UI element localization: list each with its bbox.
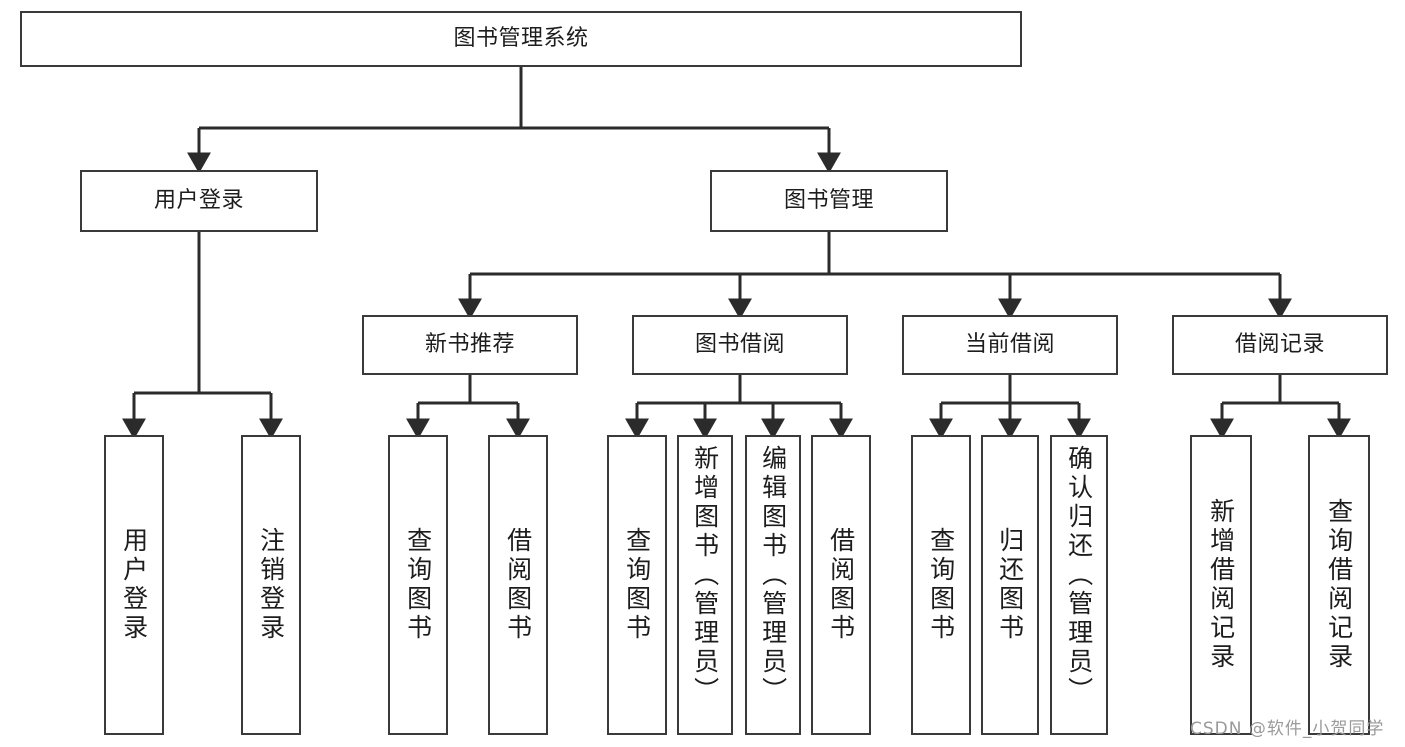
node-leaf-logout[interactable]: 注销登录 bbox=[241, 435, 301, 735]
node-label: 图书管理系统 bbox=[453, 26, 589, 52]
node-label: 借阅图书 bbox=[826, 527, 856, 643]
node-root-book-management-system[interactable]: 图书管理系统 bbox=[20, 11, 1022, 67]
node-user-login[interactable]: 用户登录 bbox=[80, 170, 318, 232]
node-label: 注销登录 bbox=[256, 527, 286, 643]
node-leaf-user-login[interactable]: 用户登录 bbox=[104, 435, 164, 735]
node-label: 用户登录 bbox=[153, 188, 244, 214]
node-label: 确认归还（管理员） bbox=[1064, 445, 1094, 706]
node-book-management[interactable]: 图书管理 bbox=[710, 170, 948, 232]
node-leaf-borrow-book-1[interactable]: 借阅图书 bbox=[488, 435, 548, 735]
node-book-borrow[interactable]: 图书借阅 bbox=[632, 315, 848, 375]
node-label: 查询图书 bbox=[403, 527, 433, 643]
node-label: 图书借阅 bbox=[694, 332, 785, 358]
node-current-borrow[interactable]: 当前借阅 bbox=[902, 315, 1118, 375]
csdn-watermark: CSDN @软件_小贺同学 bbox=[1190, 719, 1385, 739]
node-label: 编辑图书（管理员） bbox=[758, 445, 788, 706]
node-label: 查询图书 bbox=[622, 527, 652, 643]
node-label: 新书推荐 bbox=[424, 332, 515, 358]
node-leaf-borrow-book-2[interactable]: 借阅图书 bbox=[811, 435, 871, 735]
node-leaf-query-borrow-record[interactable]: 查询借阅记录 bbox=[1308, 435, 1370, 735]
node-label: 图书管理 bbox=[783, 188, 874, 214]
node-label: 当前借阅 bbox=[964, 332, 1055, 358]
node-borrow-record[interactable]: 借阅记录 bbox=[1172, 315, 1388, 375]
node-label: 借阅记录 bbox=[1234, 332, 1325, 358]
node-label: 用户登录 bbox=[119, 527, 149, 643]
node-label: 归还图书 bbox=[995, 527, 1025, 643]
node-leaf-add-book[interactable]: 新增图书（管理员） bbox=[677, 435, 733, 735]
node-label: 查询图书 bbox=[926, 527, 956, 643]
node-label: 新增借阅记录 bbox=[1206, 498, 1236, 672]
node-leaf-edit-book[interactable]: 编辑图书（管理员） bbox=[745, 435, 801, 735]
node-leaf-return-book[interactable]: 归还图书 bbox=[981, 435, 1039, 735]
node-leaf-query-book-3[interactable]: 查询图书 bbox=[911, 435, 971, 735]
node-new-book-recommendation[interactable]: 新书推荐 bbox=[362, 315, 578, 375]
node-leaf-query-book-1[interactable]: 查询图书 bbox=[388, 435, 448, 735]
node-leaf-confirm-return[interactable]: 确认归还（管理员） bbox=[1050, 435, 1108, 735]
node-label: 新增图书（管理员） bbox=[690, 445, 720, 706]
node-label: 查询借阅记录 bbox=[1324, 498, 1354, 672]
node-leaf-add-borrow-record[interactable]: 新增借阅记录 bbox=[1190, 435, 1252, 735]
node-leaf-query-book-2[interactable]: 查询图书 bbox=[607, 435, 667, 735]
node-label: 借阅图书 bbox=[503, 527, 533, 643]
